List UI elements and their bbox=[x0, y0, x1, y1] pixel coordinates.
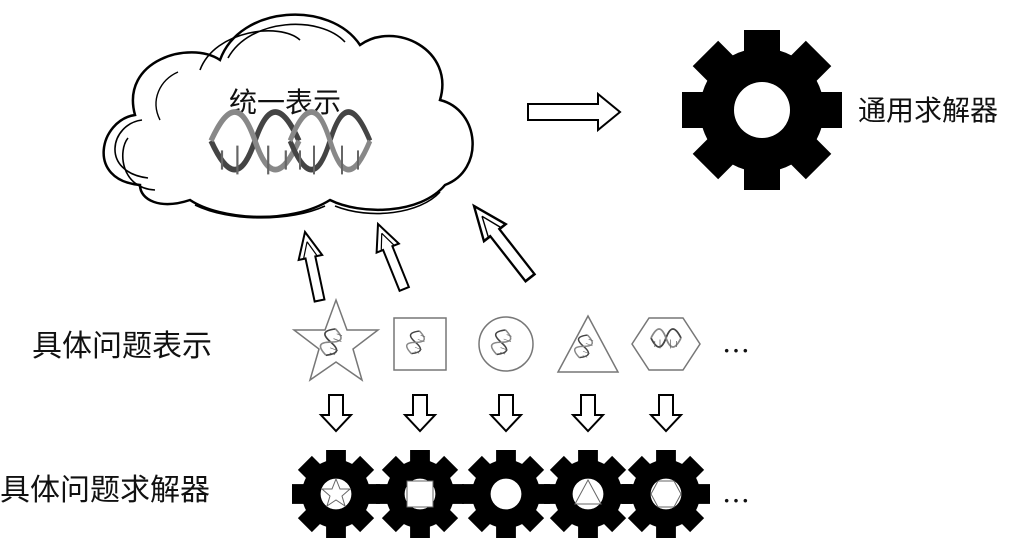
circle-solver-gear-icon bbox=[462, 450, 550, 538]
representations-row-label: 具体问题表示 bbox=[32, 329, 212, 364]
square-solver-gear-icon bbox=[376, 450, 464, 538]
down-arrow-1 bbox=[320, 394, 352, 432]
down-arrow-5 bbox=[650, 394, 682, 432]
triangle-solver-gear-icon bbox=[544, 450, 632, 538]
solvers-ellipsis: … bbox=[722, 476, 750, 509]
circle-representation-icon bbox=[478, 316, 534, 372]
hexagon-solver-gear-icon bbox=[622, 450, 710, 538]
up-arrow-1 bbox=[292, 228, 333, 304]
representations-ellipsis: … bbox=[722, 326, 750, 359]
up-arrow-3 bbox=[461, 196, 543, 288]
triangle-representation-icon bbox=[556, 314, 620, 373]
cloud-label: 统一表示 bbox=[229, 86, 341, 119]
down-arrow-4 bbox=[572, 394, 604, 432]
square-representation-icon bbox=[393, 317, 447, 371]
star-solver-gear-icon bbox=[292, 450, 380, 538]
right-arrow bbox=[527, 91, 622, 133]
up-arrow-2 bbox=[365, 218, 417, 295]
solvers-row-label: 具体问题求解器 bbox=[0, 473, 210, 508]
general-solver-label: 通用求解器 bbox=[858, 94, 998, 127]
cloud-shape bbox=[102, 13, 474, 219]
down-arrow-2 bbox=[404, 394, 436, 432]
general-solver-gear-icon bbox=[682, 30, 842, 190]
down-arrow-3 bbox=[490, 394, 522, 432]
star-representation-icon bbox=[291, 297, 381, 382]
hexagon-representation-icon bbox=[631, 317, 701, 371]
